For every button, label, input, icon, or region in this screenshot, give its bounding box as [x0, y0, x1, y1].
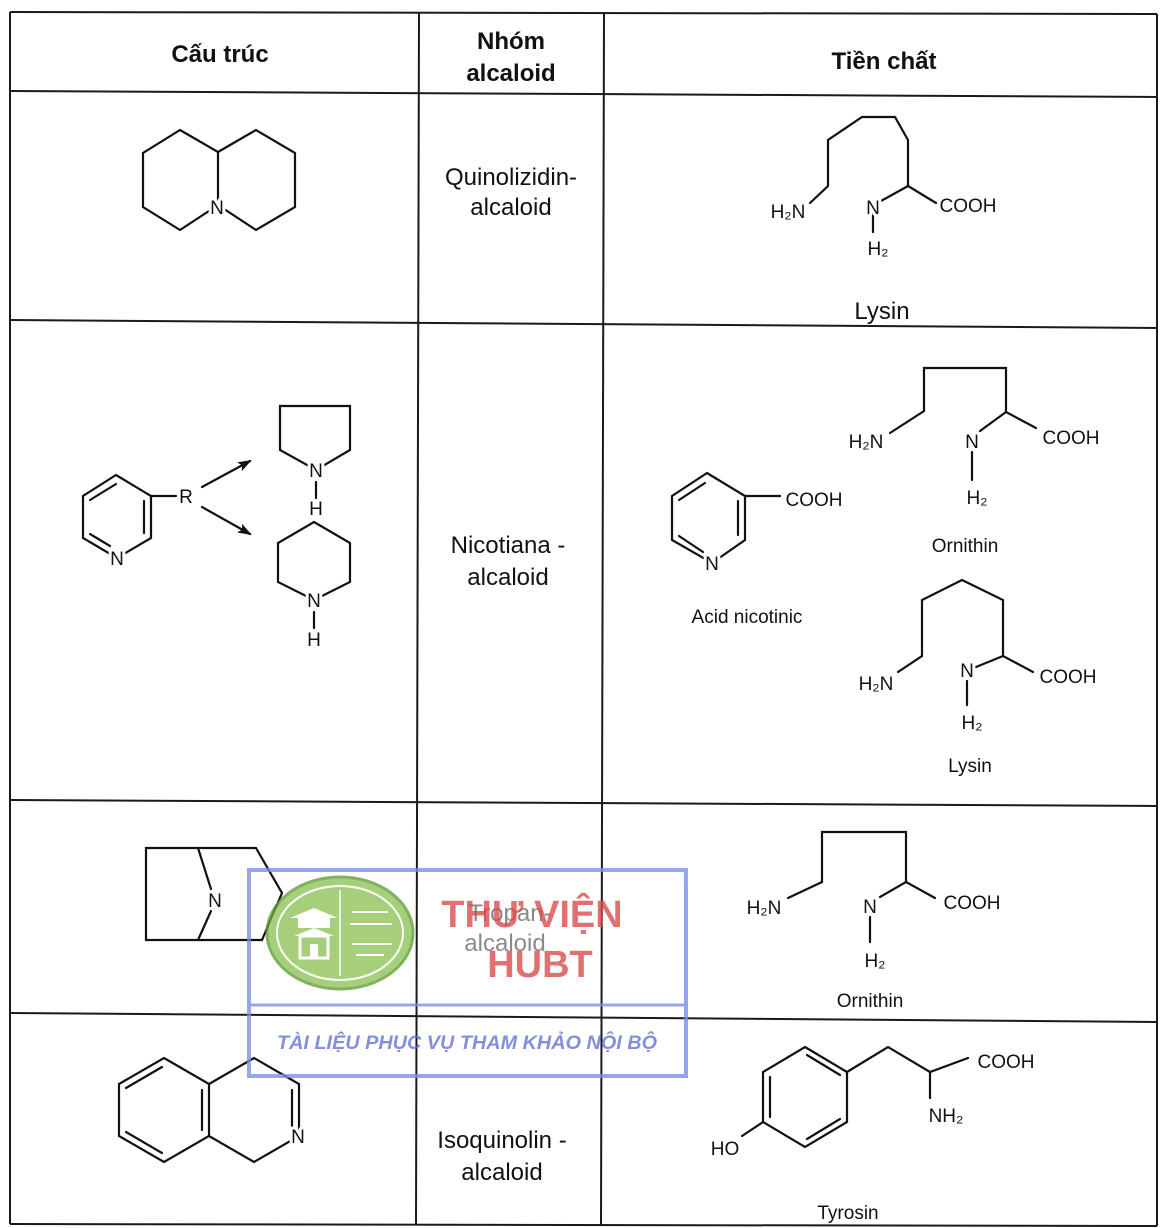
group-name-line1: Tropan-: [468, 900, 551, 927]
row-nicotiana: N R N H N H Nicotiana - alcaloid N COOH: [81, 366, 1103, 777]
atom-pyrrolidine-h: H: [309, 499, 323, 520]
precursor-ornithin: H₂N N H₂ COOH Ornithin: [846, 366, 1103, 557]
row-isoquinoline: N Isoquinolin - alcaloid HO COOH NH₂ Tyr…: [117, 1045, 1038, 1224]
atom-n: N: [208, 891, 222, 912]
atom-amine: H₂N: [859, 674, 894, 695]
precursor-lysin: H₂N N H₂ COOH Lysin: [856, 578, 1100, 777]
precursor-name: Lysin: [948, 756, 992, 777]
atom-h2: H₂: [864, 951, 885, 972]
atom-carboxyl: COOH: [944, 893, 1001, 914]
group-name-line1: Isoquinolin -: [437, 1127, 566, 1154]
atom-n: N: [965, 432, 979, 453]
atom-n: N: [863, 897, 877, 918]
atom-carboxyl: COOH: [1043, 428, 1100, 449]
group-name-line2: alcaloid: [467, 564, 548, 591]
atom-carboxyl: COOH: [786, 490, 843, 511]
precursor-acid-nicotinic: N COOH Acid nicotinic: [670, 471, 846, 628]
structure-nicotiana: N R N H N H: [81, 404, 352, 654]
precursor-name: Acid nicotinic: [692, 607, 803, 628]
watermark-subtitle: HUBT: [487, 944, 593, 986]
atom-h2: H₂: [961, 713, 982, 734]
atom-h2: H₂: [867, 239, 888, 260]
atom-r: R: [179, 487, 193, 508]
precursor-name: Lysin: [854, 298, 909, 325]
group-name-line2: alcaloid: [470, 194, 551, 221]
row-quinolizidine: N Quinolizidin- alcaloid H₂N N H₂ COOH L…: [141, 115, 1000, 325]
header-group-line2: alcaloid: [466, 60, 555, 87]
precursor-name: Tyrosin: [817, 1203, 878, 1224]
library-watermark: THƯ VIỆN HUBT TÀI LIỆU PHỤC VỤ THAM KHẢO…: [247, 868, 688, 1078]
precursor-ornithin: H₂N N H₂ COOH Ornithin: [744, 830, 1004, 1012]
header-structure: Cấu trúc: [171, 41, 268, 68]
atom-piperidine-n: N: [307, 591, 321, 612]
atom-hydroxyl: HO: [711, 1139, 740, 1160]
precursor-tyrosin: HO COOH NH₂ Tyrosin: [708, 1045, 1038, 1224]
atom-pyrrolidine-n: N: [309, 461, 323, 482]
atom-n: N: [866, 198, 880, 219]
group-name-line2: alcaloid: [461, 1159, 542, 1186]
table-header: Cấu trúc Nhóm alcaloid Tiền chất: [171, 28, 936, 87]
group-name-line2: alcaloid: [464, 930, 545, 957]
atom-amine: H₂N: [747, 898, 782, 919]
atom-n: N: [705, 554, 719, 575]
watermark-title: THƯ VIỆN: [441, 892, 622, 936]
table-grid: [9, 11, 1158, 1227]
group-name-line1: Quinolizidin-: [445, 164, 577, 191]
atom-n: N: [960, 661, 974, 682]
arrow-to-pyrrolidine-icon: [200, 459, 252, 489]
precursor-name: Ornithin: [932, 536, 999, 557]
atom-carboxyl: COOH: [1040, 667, 1097, 688]
structure-quinolizidine: N: [141, 128, 297, 232]
atom-amine: H₂N: [849, 432, 884, 453]
atom-amine: NH₂: [929, 1106, 964, 1127]
structure-isoquinoline: N: [117, 1056, 308, 1164]
precursor-lysin: H₂N N H₂ COOH Lysin: [768, 115, 1000, 325]
atom-piperidine-h: H: [307, 630, 321, 651]
watermark-notice: TÀI LIỆU PHỤC VỤ THAM KHẢO NỘI BỘ: [277, 1032, 657, 1054]
arrow-to-piperidine-icon: [200, 505, 252, 536]
atom-carboxyl: COOH: [940, 196, 997, 217]
watermark-frame: [247, 868, 688, 1078]
atom-h2: H₂: [966, 488, 987, 509]
library-seal-icon: [265, 875, 415, 991]
atom-amine: H₂N: [771, 202, 806, 223]
header-group-line1: Nhóm: [477, 28, 545, 55]
atom-n: N: [291, 1127, 305, 1148]
header-precursor: Tiền chất: [832, 48, 937, 75]
atom-pyridine-n: N: [110, 549, 124, 570]
precursor-name: Ornithin: [837, 991, 904, 1012]
group-name-line1: Nicotiana -: [451, 532, 566, 559]
atom-n: N: [210, 198, 224, 219]
atom-carboxyl: COOH: [978, 1052, 1035, 1073]
structure-tropane: N: [144, 846, 284, 942]
